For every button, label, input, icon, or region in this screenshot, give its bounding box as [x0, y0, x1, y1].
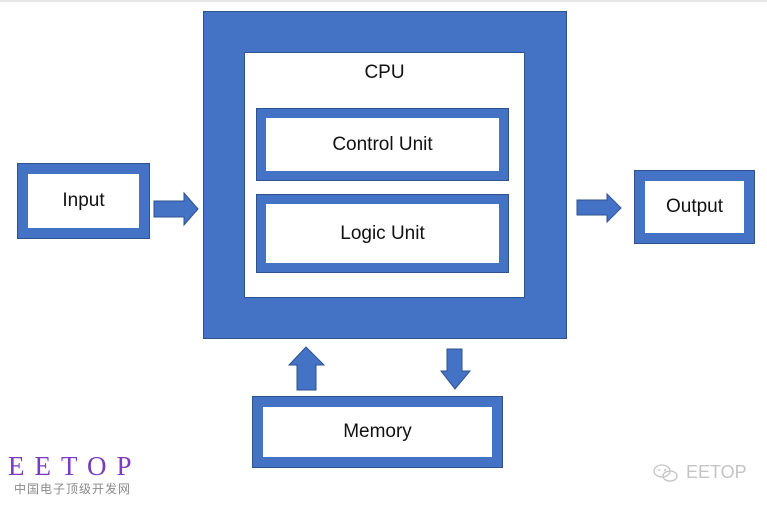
eetop-watermark-left: EETOP 中国电子顶级开发网	[8, 452, 142, 497]
eetop-subtitle: 中国电子顶级开发网	[14, 482, 132, 496]
control-unit-label: Control Unit	[332, 133, 433, 155]
arrow-cpu-to-memory	[439, 348, 472, 390]
arrow-memory-to-cpu	[287, 346, 326, 391]
top-divider	[0, 0, 767, 2]
input-label: Input	[62, 190, 105, 211]
memory-box: Memory	[253, 397, 502, 467]
wechat-icon	[653, 463, 678, 482]
eetop-right-text: EETOP	[686, 462, 747, 482]
output-box: Output	[635, 171, 754, 243]
cpu-label: CPU	[364, 62, 405, 83]
arrow-input-to-cpu	[153, 191, 199, 227]
memory-label: Memory	[343, 421, 412, 442]
eetop-watermark-right: EETOP	[652, 462, 747, 483]
arrow-cpu-to-output	[576, 192, 622, 224]
logic-unit-label: Logic Unit	[340, 222, 425, 244]
control-unit-box: Control Unit	[257, 109, 508, 180]
input-box: Input	[18, 164, 149, 238]
logic-unit-box: Logic Unit	[257, 195, 508, 272]
eetop-brand-text: EETOP	[8, 451, 142, 481]
output-label: Output	[665, 196, 724, 217]
